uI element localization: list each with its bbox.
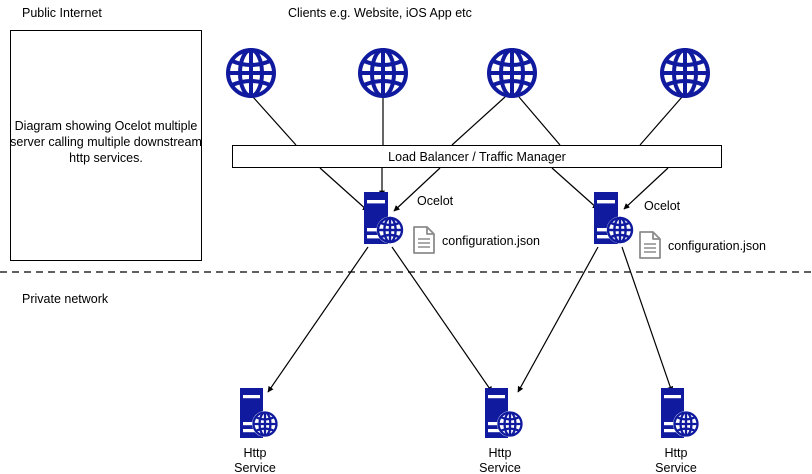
- description-box: [10, 30, 202, 261]
- globe-icon: [660, 48, 710, 98]
- link-lb-ocelot2-a: [551, 167, 599, 210]
- config-doc-1[interactable]: [412, 225, 436, 260]
- globe-icon: [358, 48, 408, 98]
- http-service-label-3-line2: Service: [655, 461, 697, 474]
- server-globe-icon: [240, 388, 278, 438]
- ocelot-label-1: Ocelot: [417, 194, 454, 208]
- server-globe-icon: [364, 192, 404, 244]
- http-service-label-2-line1: Http: [488, 446, 512, 460]
- document-icon: [413, 226, 435, 254]
- link-client3-lb-right: [518, 96, 561, 146]
- http-service-label-2: Http Service: [455, 446, 545, 474]
- ocelot-node-2[interactable]: [592, 190, 636, 253]
- server-globe-icon: [594, 192, 634, 244]
- document-icon: [639, 231, 661, 259]
- load-balancer-bar[interactable]: Load Balancer / Traffic Manager: [232, 145, 722, 168]
- server-globe-icon: [485, 388, 523, 438]
- config-filename-1: configuration.json: [442, 234, 540, 248]
- link-lb-ocelot2-b: [623, 167, 669, 210]
- server-globe-icon: [661, 388, 699, 438]
- client-node-4[interactable]: [658, 46, 712, 105]
- config-filename-2: configuration.json: [668, 239, 766, 253]
- http-service-label-1-line1: Http: [243, 446, 267, 460]
- link-client1-lb: [252, 96, 297, 146]
- load-balancer-label: Load Balancer / Traffic Manager: [388, 149, 566, 164]
- http-service-label-3: Http Service: [631, 446, 721, 474]
- client-node-1[interactable]: [224, 46, 278, 105]
- http-service-node-1[interactable]: [238, 386, 282, 447]
- ocelot-label-2: Ocelot: [644, 199, 681, 213]
- globe-icon: [487, 48, 537, 98]
- link-ocelot1-svc2: [391, 246, 493, 393]
- link-ocelot2-svc2: [517, 246, 599, 393]
- link-ocelot1-svc1: [267, 246, 369, 393]
- client-node-2[interactable]: [356, 46, 410, 105]
- globe-icon: [226, 48, 276, 98]
- public-internet-label: Public Internet: [22, 6, 102, 20]
- description-text: Diagram showing Ocelot multiple server c…: [10, 119, 202, 165]
- http-service-node-3[interactable]: [659, 386, 703, 447]
- ocelot-node-1[interactable]: [362, 190, 406, 253]
- clients-caption: Clients e.g. Website, iOS App etc: [288, 6, 472, 20]
- http-service-label-2-line2: Service: [479, 461, 521, 474]
- http-service-label-1-line2: Service: [234, 461, 276, 474]
- http-service-node-2[interactable]: [483, 386, 527, 447]
- http-service-label-1: Http Service: [210, 446, 300, 474]
- config-doc-2[interactable]: [638, 230, 662, 265]
- link-lb-ocelot1-a: [319, 167, 369, 212]
- link-ocelot2-svc3: [621, 246, 674, 393]
- link-client4-lb: [639, 96, 683, 146]
- link-client3-lb-left: [451, 96, 506, 146]
- client-node-3[interactable]: [485, 46, 539, 105]
- private-network-label: Private network: [22, 292, 109, 306]
- http-service-label-3-line1: Http: [664, 446, 688, 460]
- link-lb-ocelot1-c: [393, 167, 441, 212]
